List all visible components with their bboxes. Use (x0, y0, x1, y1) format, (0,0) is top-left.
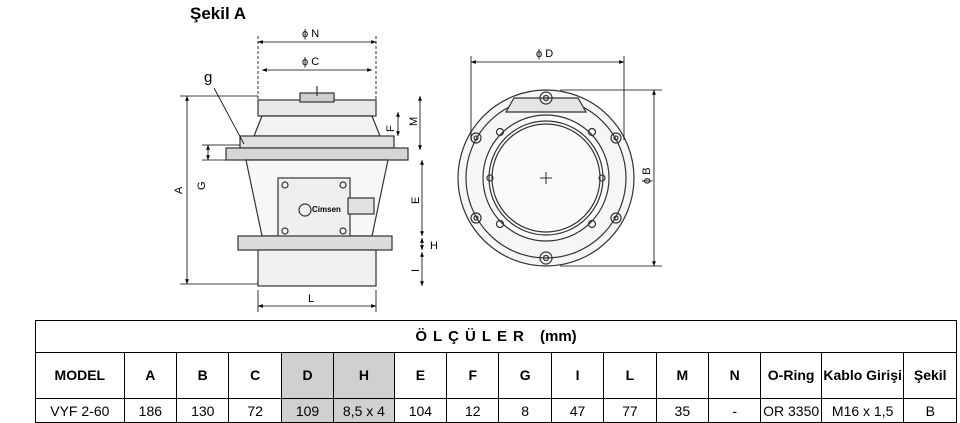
label-f: F (385, 125, 397, 132)
label-l: L (308, 293, 314, 305)
cell-c: 72 (228, 398, 282, 423)
cell-b: 130 (176, 398, 230, 423)
header-model: MODEL (35, 352, 125, 399)
label-phi-b: ϕ B (641, 167, 653, 184)
cell-m: 35 (655, 398, 710, 423)
cell-d: 109 (280, 398, 335, 423)
header-kablo-girisi: Kablo Girişi (820, 352, 905, 399)
table-header-row: MODEL A B C D H E F G I L M N O-Ring Kab… (35, 352, 957, 399)
cell-f: 12 (446, 398, 500, 423)
technical-drawing: Cimsen g ϕ N ϕ C A (173, 28, 662, 312)
cell-o-ring: OR 3350 (760, 398, 822, 423)
label-a: A (173, 186, 185, 194)
header-f: F (446, 352, 500, 399)
label-g-dim: G (196, 181, 208, 190)
label-e: E (410, 197, 422, 204)
table-title: ÖLÇÜLER (mm) (35, 320, 957, 353)
table-title-text: ÖLÇÜLER (415, 328, 530, 345)
label-phi-d: ϕ D (536, 48, 553, 60)
cell-model: VYF 2-60 (35, 398, 125, 423)
label-i: I (410, 269, 422, 272)
header-c: C (228, 352, 282, 399)
header-l: L (603, 352, 657, 399)
header-g: G (498, 352, 552, 399)
header-e: E (393, 352, 448, 399)
cell-h: 8,5 x 4 (333, 398, 395, 423)
cell-e: 104 (393, 398, 448, 423)
header-m: M (655, 352, 710, 399)
header-b: B (176, 352, 230, 399)
label-g: g (204, 69, 212, 86)
cell-a: 186 (123, 398, 178, 423)
header-d: D (280, 352, 335, 399)
label-phi-c: ϕ C (302, 56, 319, 68)
dimensions-table: ÖLÇÜLER (mm) MODEL A B C D H E F G I L M… (35, 320, 957, 423)
header-i: I (550, 352, 605, 399)
cell-n: - (708, 398, 762, 423)
cell-g: 8 (498, 398, 552, 423)
header-sekil: Şekil (903, 352, 957, 399)
header-o-ring: O-Ring (760, 352, 822, 399)
header-h: H (333, 352, 395, 399)
side-view (225, 86, 409, 287)
cell-sekil: B (903, 398, 957, 423)
top-view-dimensions (470, 56, 662, 267)
side-view-dimensions (180, 36, 424, 312)
label-h: H (430, 240, 438, 252)
cell-l: 77 (603, 398, 657, 423)
cell-i: 47 (550, 398, 605, 423)
brand-text: Cimsen (312, 205, 341, 214)
figure-title: Şekil A (190, 4, 247, 23)
header-a: A (123, 352, 178, 399)
cell-kablo-girisi: M16 x 1,5 (820, 398, 905, 423)
label-phi-n: ϕ N (302, 28, 319, 40)
header-n: N (708, 352, 762, 399)
table-unit: (mm) (540, 328, 577, 345)
table-row: VYF 2-60 186 130 72 109 8,5 x 4 104 12 8… (35, 398, 957, 423)
label-m: M (408, 117, 420, 126)
